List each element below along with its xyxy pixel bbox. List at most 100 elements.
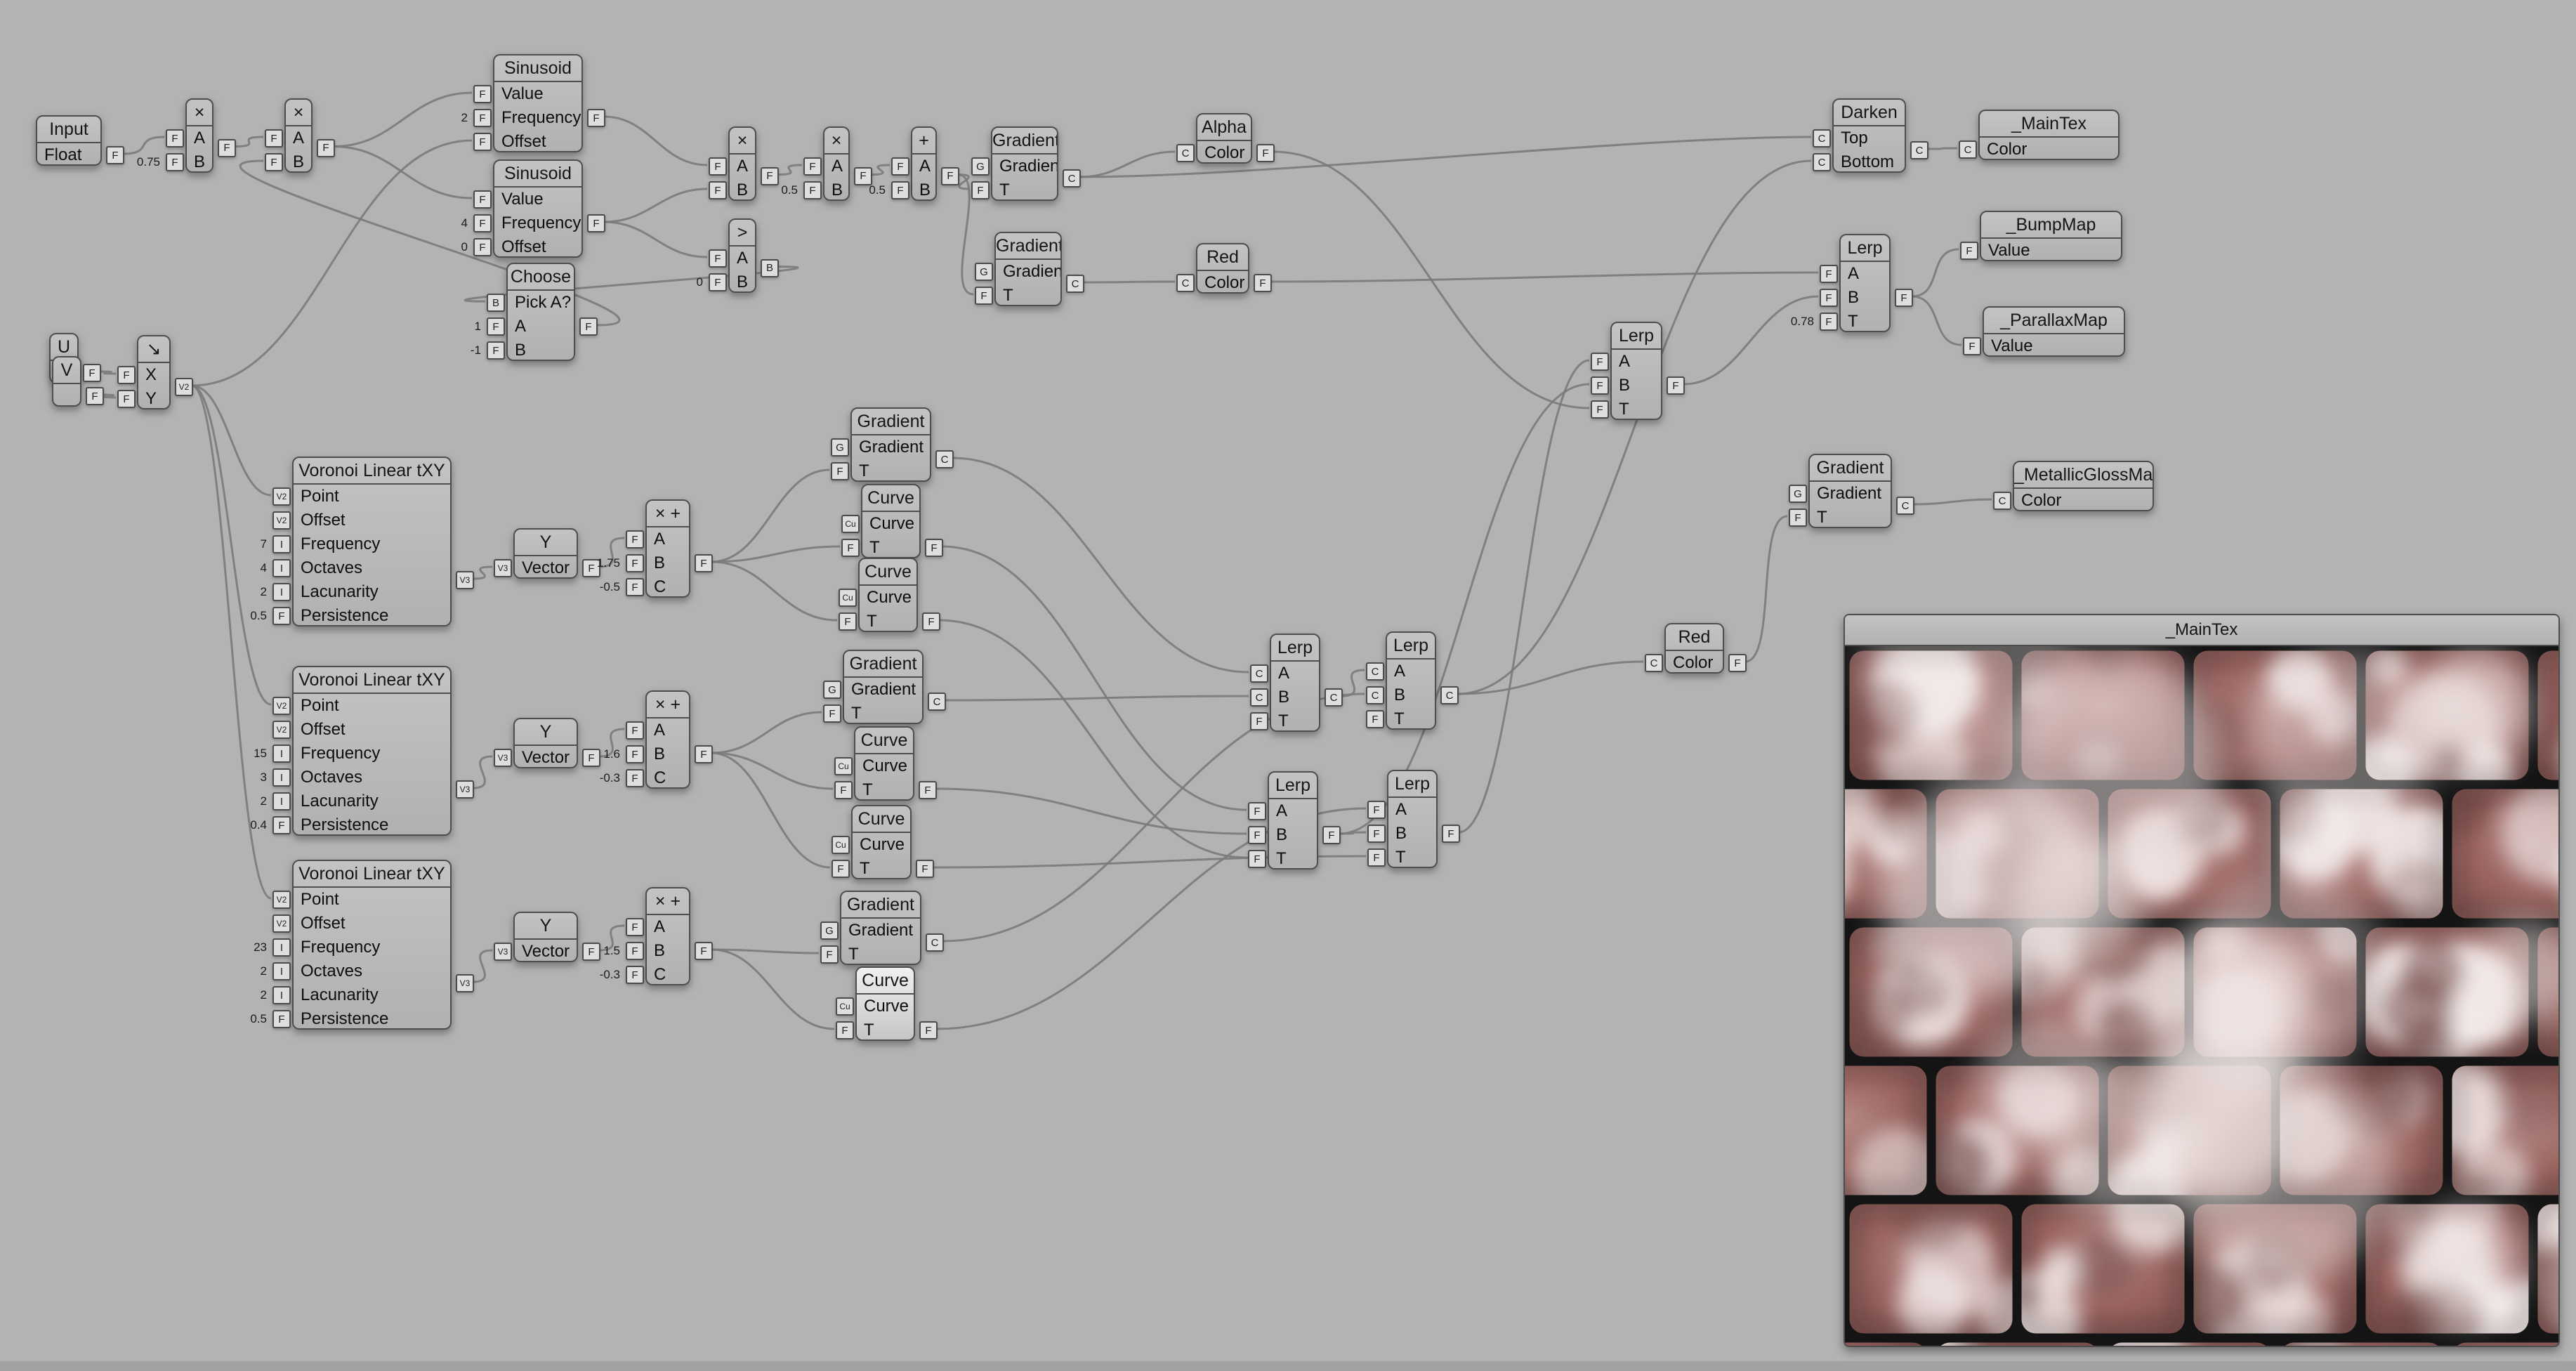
port-in-lerpR-0[interactable]: F <box>1591 353 1609 371</box>
port-in-alpha-0[interactable]: C <box>1176 144 1195 162</box>
port-value[interactable]: 0.5 <box>250 1012 267 1025</box>
port-in-grad3-1[interactable]: F <box>820 945 839 964</box>
port-value[interactable]: 1.5 <box>603 944 620 957</box>
port-in-lerpR-1[interactable]: F <box>1591 376 1609 395</box>
port-value[interactable]: 2 <box>260 585 267 598</box>
port-out-sin1[interactable]: F <box>587 109 605 127</box>
port-value[interactable]: 3 <box>260 770 267 784</box>
port-in-gradBR-1[interactable]: F <box>1789 509 1807 527</box>
port-in-lerpF3-0[interactable]: F <box>1248 802 1266 820</box>
port-in-choose-2[interactable]: F-1 <box>471 341 505 360</box>
port-out-muladd2[interactable]: F <box>695 745 713 763</box>
port-value[interactable]: 2 <box>260 794 267 808</box>
port-in-curve1a-1[interactable]: F <box>841 539 860 557</box>
port-in-parallax-0[interactable]: F <box>1963 337 1981 355</box>
port-in-lerpRT-1[interactable]: F <box>1820 289 1838 307</box>
port-out-mulm2[interactable]: F <box>854 166 872 185</box>
port-out-vor1[interactable]: V3 <box>456 571 474 589</box>
port-value[interactable]: -0.3 <box>599 968 620 981</box>
port-out-input[interactable]: F <box>106 146 124 164</box>
port-in-mul1-0[interactable]: F <box>166 129 184 147</box>
port-value[interactable]: 0.5 <box>781 183 798 197</box>
port-in-gradT1-1[interactable]: F <box>971 181 990 199</box>
port-in-vor3-1[interactable]: V2 <box>272 914 291 933</box>
port-out-lerpR[interactable]: F <box>1667 376 1685 395</box>
port-out-curve1a[interactable]: F <box>925 539 943 557</box>
port-in-curve3-0[interactable]: Cu <box>836 997 854 1016</box>
port-in-lerpC1-2[interactable]: F <box>1250 712 1268 730</box>
port-in-darken-0[interactable]: C <box>1813 129 1831 147</box>
port-value[interactable]: 4 <box>260 561 267 575</box>
port-in-redT-0[interactable]: C <box>1176 274 1195 292</box>
port-out-u[interactable]: F <box>83 364 101 382</box>
port-value[interactable]: -1 <box>470 343 481 357</box>
port-value[interactable]: -0.5 <box>599 580 620 593</box>
port-in-sin1-0[interactable]: F <box>473 85 492 103</box>
port-in-curve1b-1[interactable]: F <box>839 612 857 631</box>
port-value[interactable]: 0 <box>696 275 703 289</box>
port-in-curve1b-0[interactable]: Cu <box>839 589 857 607</box>
port-value[interactable]: 0.75 <box>136 155 160 169</box>
port-in-lerpRT-0[interactable]: F <box>1820 265 1838 283</box>
port-out-lerpC2[interactable]: C <box>1440 686 1459 704</box>
port-out-mulm1[interactable]: F <box>761 166 779 185</box>
port-in-grad2-0[interactable]: G <box>823 681 841 699</box>
port-value[interactable]: 0.5 <box>869 183 886 197</box>
port-in-vor2-1[interactable]: V2 <box>272 721 291 739</box>
port-value[interactable]: 2 <box>260 964 267 978</box>
port-value[interactable]: 23 <box>254 940 267 954</box>
port-out-gradT1[interactable]: C <box>1063 169 1081 188</box>
port-out-grad2[interactable]: C <box>928 693 946 711</box>
port-in-vor3-0[interactable]: V2 <box>272 891 291 909</box>
port-in-darken-1[interactable]: C <box>1813 153 1831 171</box>
port-in-grad1-0[interactable]: G <box>831 438 849 457</box>
port-out-gradT2[interactable]: C <box>1066 275 1084 293</box>
port-in-redB-0[interactable]: C <box>1645 654 1663 672</box>
port-out-redT[interactable]: F <box>1254 274 1272 292</box>
port-value[interactable]: 1.75 <box>596 556 620 570</box>
port-in-mul2-1[interactable]: F <box>265 153 283 171</box>
port-in-lerpR-2[interactable]: F <box>1591 400 1609 419</box>
port-out-yvec1[interactable]: F <box>582 559 600 577</box>
port-value[interactable]: 0.5 <box>250 609 267 622</box>
port-value[interactable]: 1 <box>474 320 481 333</box>
port-out-lerpF3[interactable]: F <box>1322 826 1341 844</box>
port-in-grad2-1[interactable]: F <box>823 704 841 723</box>
port-out-choose[interactable]: F <box>579 317 598 336</box>
